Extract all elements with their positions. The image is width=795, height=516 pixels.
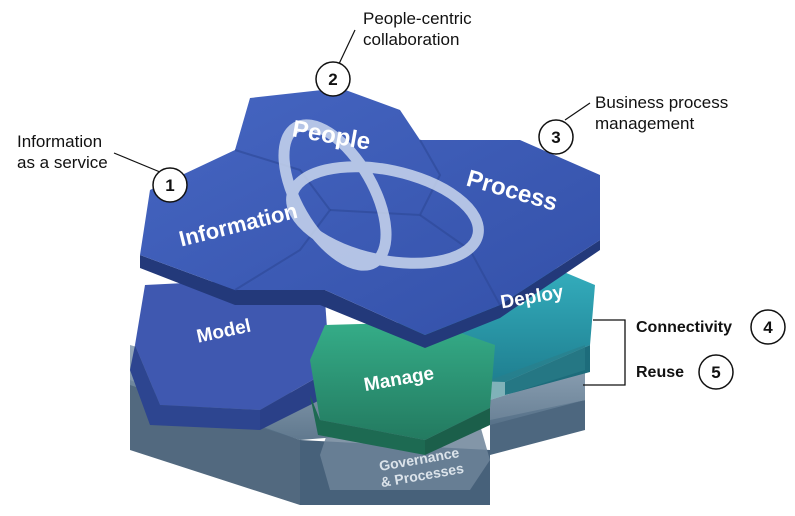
svg-text:1: 1 (165, 176, 174, 195)
callout-1-badge: 1 (152, 167, 188, 203)
svg-text:3: 3 (551, 128, 560, 147)
callout-2-line1: People-centric (363, 9, 472, 28)
callout-2-badge: 2 (315, 61, 351, 97)
connectivity-bracket (583, 319, 626, 386)
callout-2-line2: collaboration (363, 30, 460, 49)
connectivity-label: Connectivity (636, 319, 733, 336)
callout-1-text: Information as a service (17, 131, 108, 173)
collaboration-ring (278, 119, 484, 271)
callout-3-line2: management (595, 114, 695, 133)
svg-text:4: 4 (763, 318, 773, 337)
callout-2-text: People-centric collaboration (363, 8, 472, 50)
model-hex (130, 280, 330, 430)
manage-hex (310, 322, 495, 455)
callout-3-badge: 3 (538, 119, 574, 155)
svg-text:2: 2 (328, 70, 337, 89)
top-layer-edge (140, 240, 600, 348)
callout-4-badge: 4 (750, 309, 786, 345)
callout-1-line2: as a service (17, 153, 108, 172)
top-layer (140, 88, 600, 348)
base-slab-right (490, 400, 585, 455)
callout-5-badge: 5 (698, 354, 734, 390)
reuse-label: Reuse (636, 364, 685, 381)
svg-text:5: 5 (711, 363, 720, 382)
callout-3-text: Business process management (595, 92, 728, 134)
callout-1-line1: Information (17, 132, 103, 151)
callout-3-line1: Business process (595, 93, 729, 112)
